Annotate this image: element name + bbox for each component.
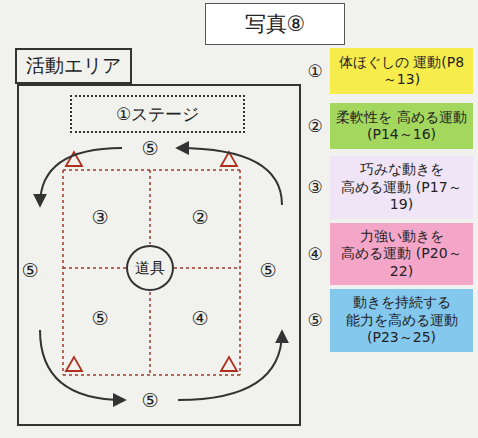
node-text: 活動エリア (26, 53, 121, 79)
grid-lines (63, 170, 240, 375)
area-heading: 活動エリア (15, 48, 132, 84)
callout-number: ③ (91, 208, 108, 227)
node-text: 柔軟性を 高める運動 (P14～16) (334, 109, 469, 144)
callout-number: ⑤ (91, 309, 108, 328)
node-text: 巧みな動きを 高める運動 (P17～19) (334, 161, 469, 214)
callout-number: ② (307, 118, 322, 135)
callout-number: ③ (307, 179, 322, 196)
title-box: 写真⑧ (205, 3, 345, 45)
callout-number: ② (191, 208, 208, 227)
node-text: 動きを持続する 能力を高める運動 (P23～25) (334, 294, 469, 347)
activity-area (18, 85, 300, 425)
callout-number: ④ (307, 245, 322, 262)
node-text: 力強い動きを 高める運動 (P20～22) (334, 228, 469, 281)
stage-box: ①ステージ (70, 95, 245, 133)
callout-number: ⑤ (259, 261, 276, 280)
cone-symbol (66, 152, 237, 371)
sticky-note: 柔軟性を 高める運動 (P14～16) (330, 103, 473, 149)
callout-number: ⑤ (141, 139, 158, 158)
flow-arrow (40, 148, 282, 400)
node-text: 道具 (135, 259, 165, 278)
title-text: 写真⑧ (210, 10, 340, 38)
sticky-note: 動きを持続する 能力を高める運動 (P23～25) (330, 289, 473, 352)
node-text: 体ほぐしの 運動(P8～13) (334, 54, 469, 89)
callout-number: ⑤ (21, 261, 38, 280)
sticky-note: 巧みな動きを 高める運動 (P17～19) (330, 156, 473, 219)
callout-number: ⑤ (307, 312, 322, 329)
equipment-circle: 道具 (126, 245, 174, 291)
callout-number: ⑤ (141, 391, 158, 410)
sticky-note: 体ほぐしの 運動(P8～13) (330, 48, 473, 94)
node-text: ①ステージ (116, 103, 199, 126)
callout-number: ④ (191, 309, 208, 328)
sticky-note: 力強い動きを 高める運動 (P20～22) (330, 223, 473, 286)
callout-number: ① (307, 63, 322, 80)
